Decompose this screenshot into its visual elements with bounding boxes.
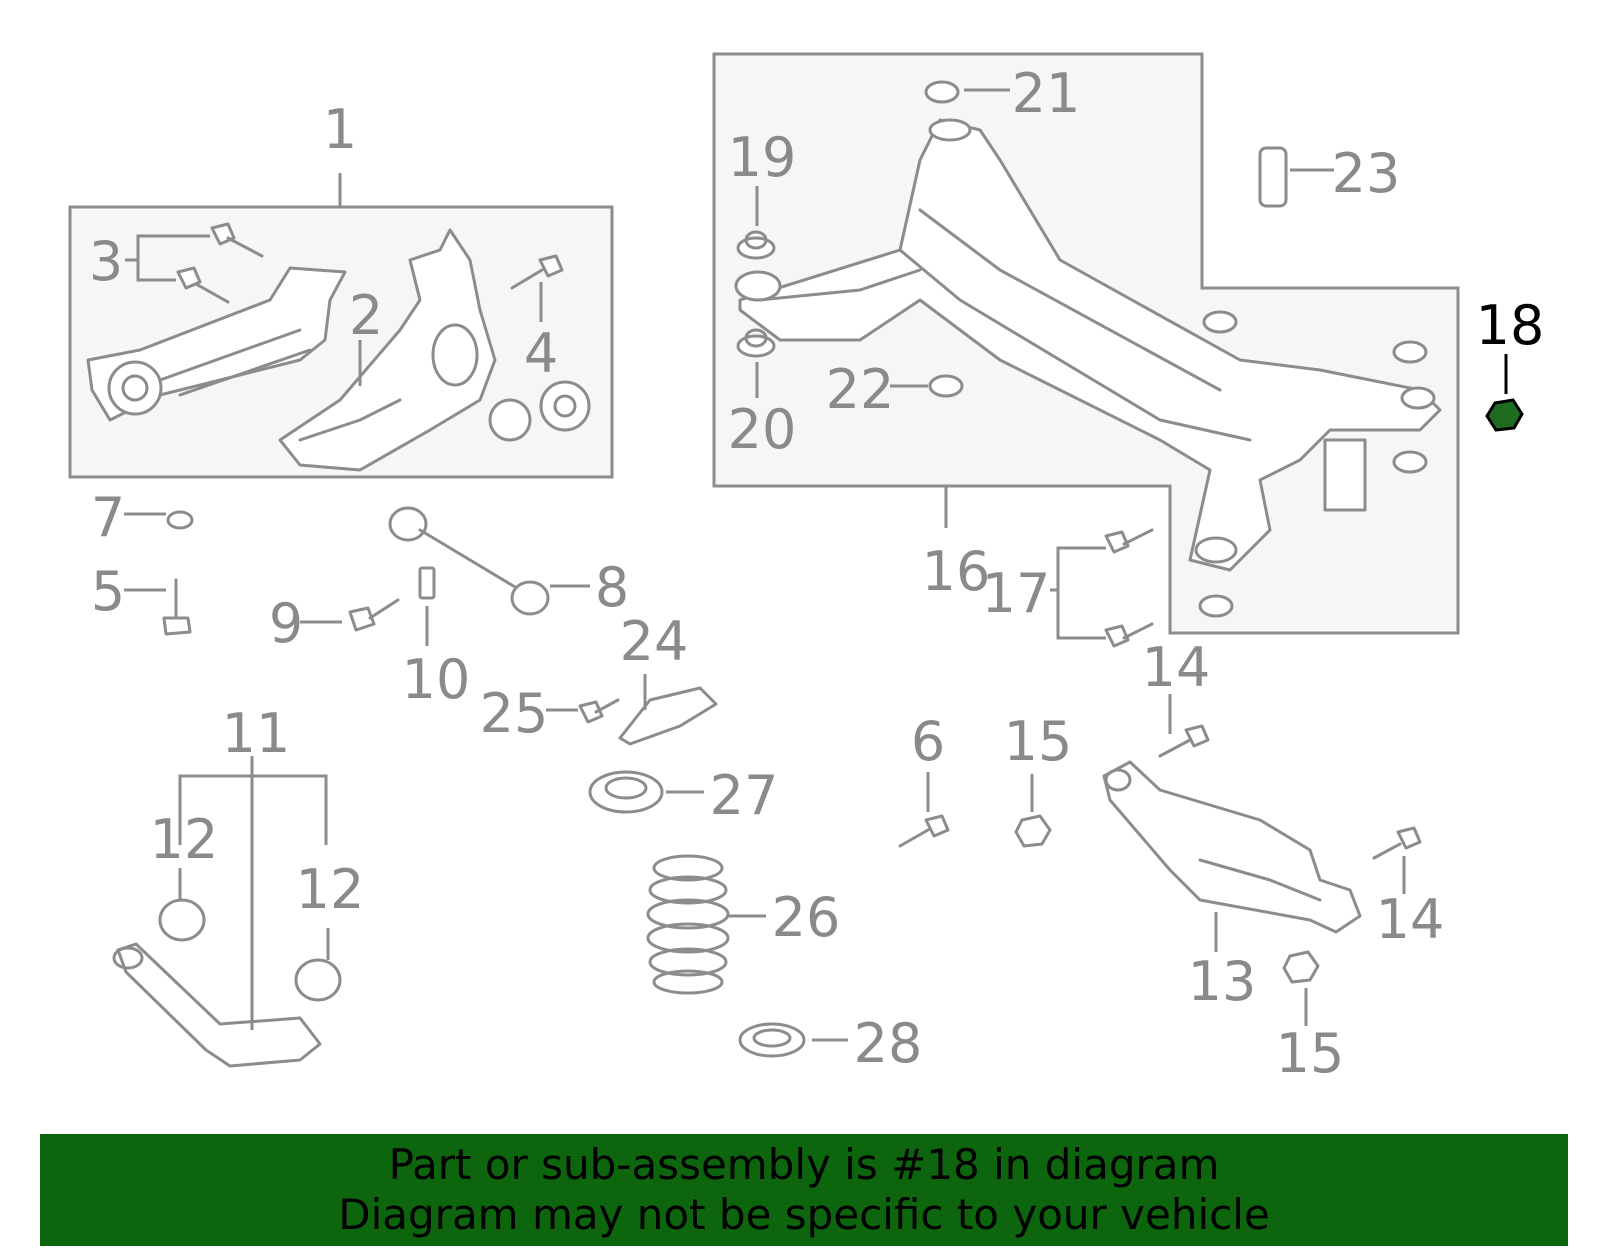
nut-18-highlighted[interactable] (1485, 398, 1524, 432)
knuckle (278, 228, 497, 472)
callout-7: 7 (91, 486, 125, 549)
bushing-12-left (158, 898, 206, 942)
bolt-3-upper (210, 222, 264, 258)
callout-18: 18 (1476, 294, 1545, 357)
callout-25: 25 (480, 682, 549, 745)
leader-17 (1050, 546, 1106, 640)
bolt-14-lower (1372, 826, 1422, 860)
callout-17: 17 (982, 562, 1051, 625)
callout-11: 11 (222, 702, 291, 765)
callout-9: 9 (269, 592, 303, 655)
bushing-pair (488, 380, 591, 442)
bolt-25 (578, 698, 620, 724)
leader-3 (125, 234, 210, 282)
callout-2: 2 (349, 284, 383, 347)
bracket-24 (618, 686, 718, 746)
callout-8: 8 (595, 556, 629, 619)
banner-line-2: Diagram may not be specific to your vehi… (338, 1190, 1270, 1239)
bolt-4 (510, 254, 564, 290)
nut-15-lower (1282, 950, 1320, 984)
callout-1: 1 (323, 98, 357, 161)
bolt-3-lower (176, 266, 230, 304)
callout-13: 13 (1188, 950, 1257, 1013)
callout-3: 3 (89, 230, 123, 293)
callout-12-left: 12 (150, 808, 219, 871)
bolt-5 (162, 578, 192, 636)
upper-arm-11 (112, 942, 322, 1068)
callout-24: 24 (620, 610, 689, 673)
mount-21 (924, 80, 960, 104)
mount-22 (928, 374, 964, 398)
banner-line-1: Part or sub-assembly is #18 in diagram (388, 1140, 1220, 1189)
shim-10 (418, 566, 436, 600)
lateral-link-8 (388, 506, 550, 616)
callout-5: 5 (91, 560, 125, 623)
callout-6: 6 (911, 710, 945, 773)
mount-20 (736, 328, 776, 358)
callout-20: 20 (728, 398, 797, 461)
bolt-14-upper (1158, 724, 1210, 758)
callout-16: 16 (922, 540, 991, 603)
callout-14-lower: 14 (1376, 888, 1445, 951)
mount-19 (736, 230, 776, 260)
nut-15-upper (1014, 814, 1052, 848)
spring-insulator-28 (738, 1022, 806, 1058)
info-banner: Part or sub-assembly is #18 in diagram D… (40, 1134, 1568, 1246)
callout-15-upper: 15 (1004, 710, 1073, 773)
lower-control-arm-13 (1102, 760, 1362, 934)
callout-12-right: 12 (296, 858, 365, 921)
callout-26: 26 (772, 886, 841, 949)
callout-27: 27 (710, 764, 779, 827)
callout-4: 4 (524, 322, 558, 385)
bolt-6 (898, 814, 950, 848)
bolt-17-lower (1104, 622, 1154, 648)
bolt-9 (348, 598, 400, 632)
callout-21: 21 (1012, 62, 1081, 125)
bump-stop-23 (1258, 146, 1288, 208)
bolt-17-upper (1104, 528, 1154, 554)
callout-10: 10 (402, 648, 471, 711)
mount-extra (1198, 310, 1428, 618)
callout-28: 28 (854, 1012, 923, 1075)
washer-7 (166, 510, 194, 530)
spring-seat-27 (588, 770, 664, 814)
trailing-arm (86, 266, 347, 422)
callout-15-lower: 15 (1276, 1022, 1345, 1085)
rear-crossmember (734, 118, 1442, 572)
bushing-12-right (294, 958, 342, 1002)
callout-22: 22 (826, 358, 895, 421)
callout-23: 23 (1332, 142, 1401, 205)
callout-19: 19 (728, 126, 797, 189)
leader-11 (178, 756, 328, 1030)
callout-14-upper: 14 (1142, 636, 1211, 699)
coil-spring-26 (646, 854, 730, 995)
